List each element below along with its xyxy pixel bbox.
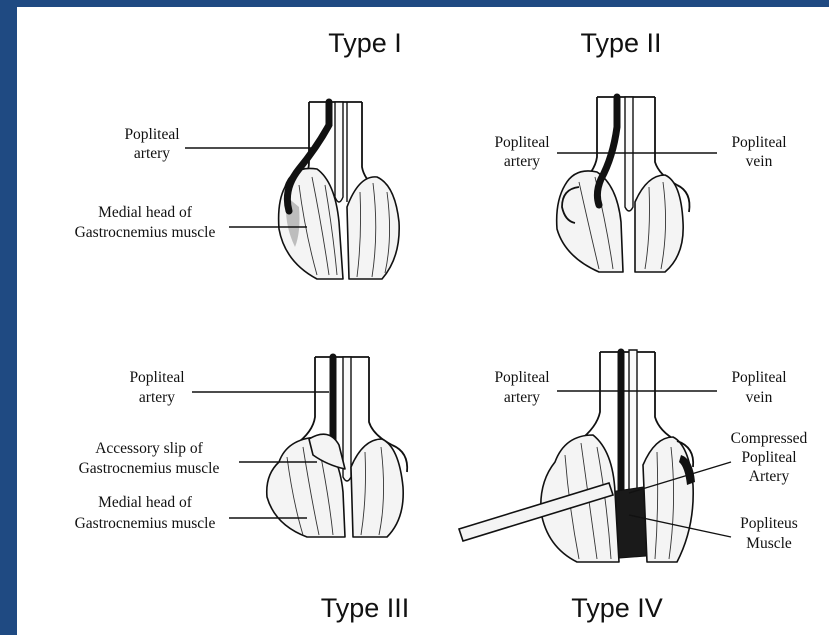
label-popliteus-2: Muscle (746, 535, 792, 552)
medial-head-muscle (557, 171, 623, 272)
label-artery-1: Popliteal (494, 134, 549, 151)
label-vein-2: vein (746, 389, 773, 406)
label-artery-2: artery (504, 153, 540, 170)
panel-title: Type I (328, 28, 402, 58)
lateral-head-muscle (635, 175, 683, 272)
label-artery-2: artery (134, 145, 170, 162)
thigh-outline (362, 102, 377, 189)
label-popliteus-1: Popliteus (740, 515, 798, 532)
thigh-outline (579, 352, 600, 441)
popliteal-vein (335, 102, 343, 202)
popliteal-entrapment-diagram: Type I Popliteal artery Medial head of G… (17, 7, 829, 635)
label-compressed-3: Artery (749, 468, 790, 485)
panel-title: Type III (321, 593, 410, 623)
label-artery-1: Popliteal (129, 369, 184, 386)
label-compressed-2: Popliteal (741, 449, 796, 466)
panel-type-4: Type IV Popliteal artery Popliteal vein … (459, 350, 808, 623)
panel-type-1: Type I Popliteal artery Medial head of G… (75, 28, 402, 279)
label-medial-2: Gastrocnemius muscle (75, 224, 216, 241)
label-artery-1: Popliteal (494, 369, 549, 386)
panel-type-3: Type III Popliteal artery Accessory slip… (75, 357, 410, 623)
label-artery-2: artery (139, 389, 175, 406)
label-medial-1: Medial head of (98, 204, 193, 221)
label-artery-2: artery (504, 389, 540, 406)
lateral-head-muscle (351, 439, 403, 537)
popliteal-vein (343, 357, 351, 481)
thigh-outline (295, 357, 315, 445)
label-artery-1: Popliteal (124, 126, 179, 143)
panel-type-2: Type II Popliteal artery Popliteal vein (494, 28, 786, 272)
label-vein-2: vein (746, 153, 773, 170)
label-medial-2: Gastrocnemius muscle (75, 515, 216, 532)
lateral-head-muscle (643, 437, 693, 562)
panel-title: Type IV (571, 593, 663, 623)
label-medial-1: Medial head of (98, 494, 193, 511)
label-vein-1: Popliteal (731, 369, 786, 386)
thigh-outline (655, 97, 677, 185)
popliteal-vein (625, 97, 633, 211)
thigh-outline (655, 352, 677, 441)
diagram-frame: Type I Popliteal artery Medial head of G… (17, 7, 829, 635)
label-accessory-2: Gastrocnemius muscle (79, 460, 220, 477)
thigh-outline (369, 357, 392, 445)
panel-title: Type II (580, 28, 661, 58)
label-vein-1: Popliteal (731, 134, 786, 151)
lateral-head-muscle (347, 177, 399, 279)
label-accessory-1: Accessory slip of (95, 440, 203, 457)
label-compressed-1: Compressed (731, 430, 808, 447)
